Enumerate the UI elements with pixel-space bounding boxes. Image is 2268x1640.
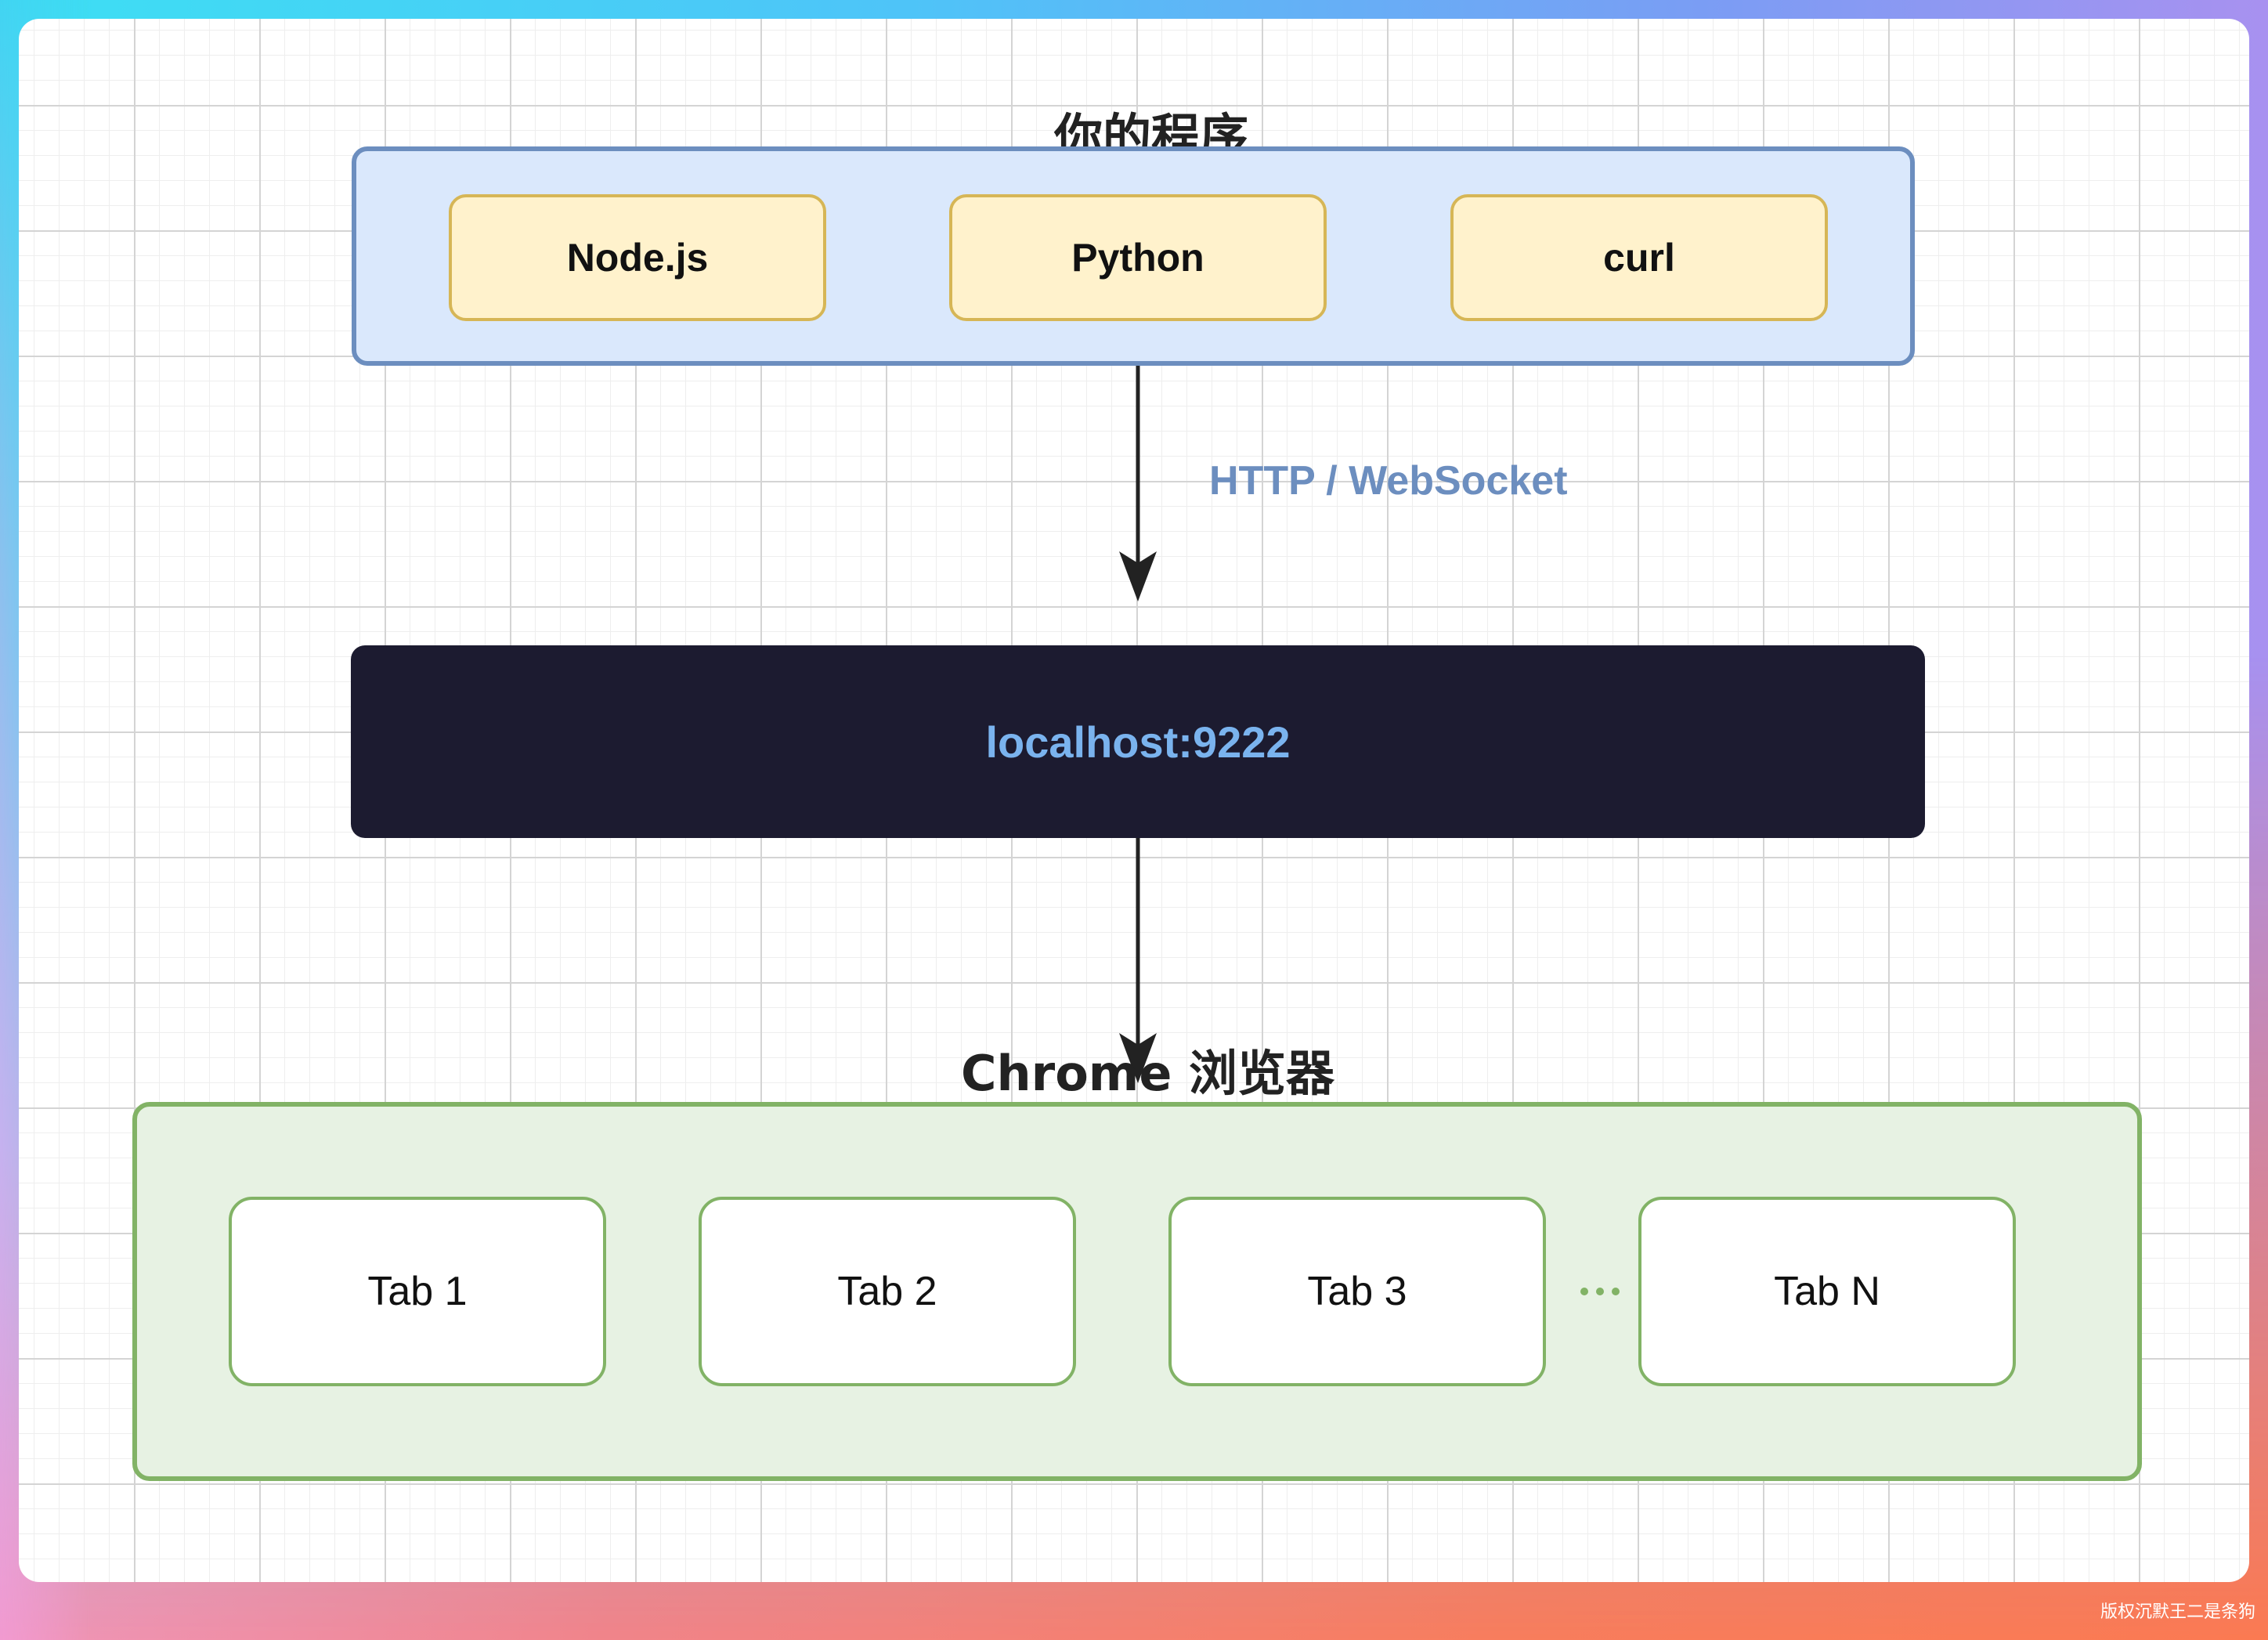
edge-label-http-websocket: HTTP / WebSocket bbox=[1209, 458, 1568, 504]
node-js-box: Node.js bbox=[449, 194, 826, 321]
watermark-text: 版权沉默王二是条狗 bbox=[2100, 1602, 2255, 1622]
tab-1-box: Tab 1 bbox=[229, 1197, 606, 1386]
python-box: Python bbox=[949, 194, 1327, 321]
ellipsis-dot bbox=[1580, 1288, 1588, 1295]
tab-n-box: Tab N bbox=[1638, 1197, 2016, 1386]
ellipsis-dot bbox=[1612, 1288, 1620, 1295]
curl-box: curl bbox=[1450, 194, 1828, 321]
edges bbox=[1119, 366, 1157, 1083]
diagram-canvas: 你的程序 Node.js Python curl HTTP / WebSocke… bbox=[19, 19, 2249, 1582]
program-to-server-arrow bbox=[1119, 366, 1157, 601]
localhost-port-box: localhost:9222 bbox=[351, 645, 1925, 838]
tab-3-box: Tab 3 bbox=[1168, 1197, 1546, 1386]
tab-2-box: Tab 2 bbox=[699, 1197, 1076, 1386]
browser-title: Chrome 浏览器 bbox=[961, 1045, 1335, 1102]
ellipsis-dot bbox=[1596, 1288, 1604, 1295]
server-to-browser-arrow bbox=[1119, 838, 1157, 1083]
